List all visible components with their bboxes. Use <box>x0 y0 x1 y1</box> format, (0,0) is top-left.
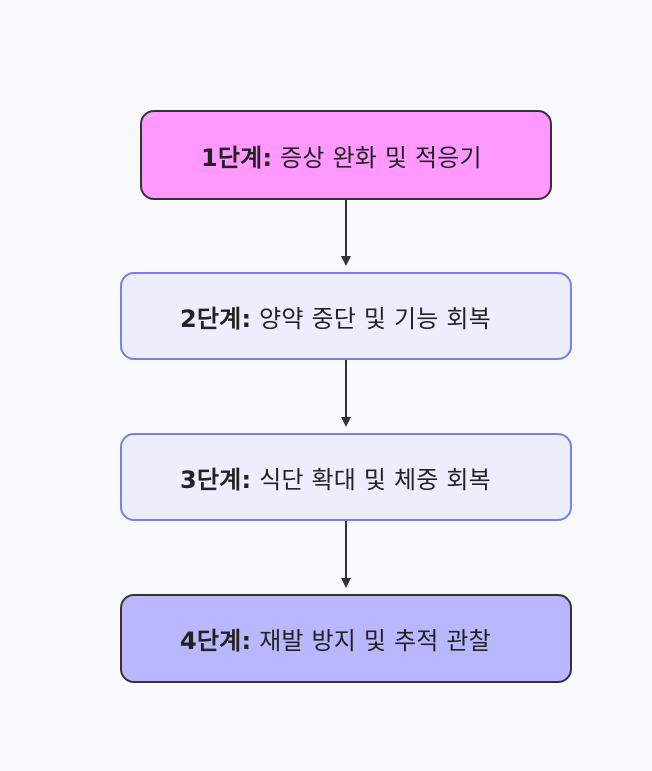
step-4-node: 4단계: 재발 방지 및 추적 관찰 <box>120 594 572 683</box>
step-4-number: 4단계: <box>180 627 252 655</box>
step-3-number: 3단계: <box>180 465 252 494</box>
step-4-label: 재발 방지 및 추적 관찰 <box>259 627 491 655</box>
step-1-label: 증상 완화 및 적응기 <box>280 143 482 172</box>
step-2-label: 양약 중단 및 기능 회복 <box>259 304 491 333</box>
step-3-label: 식단 확대 및 체중 회복 <box>259 465 491 494</box>
step-2-node: 2단계: 양약 중단 및 기능 회복 <box>120 272 572 360</box>
step-3-node: 3단계: 식단 확대 및 체중 회복 <box>120 433 572 521</box>
step-1-node: 1단계: 증상 완화 및 적응기 <box>140 110 552 200</box>
step-1-number: 1단계: <box>201 143 273 172</box>
step-2-number: 2단계: <box>180 304 252 333</box>
